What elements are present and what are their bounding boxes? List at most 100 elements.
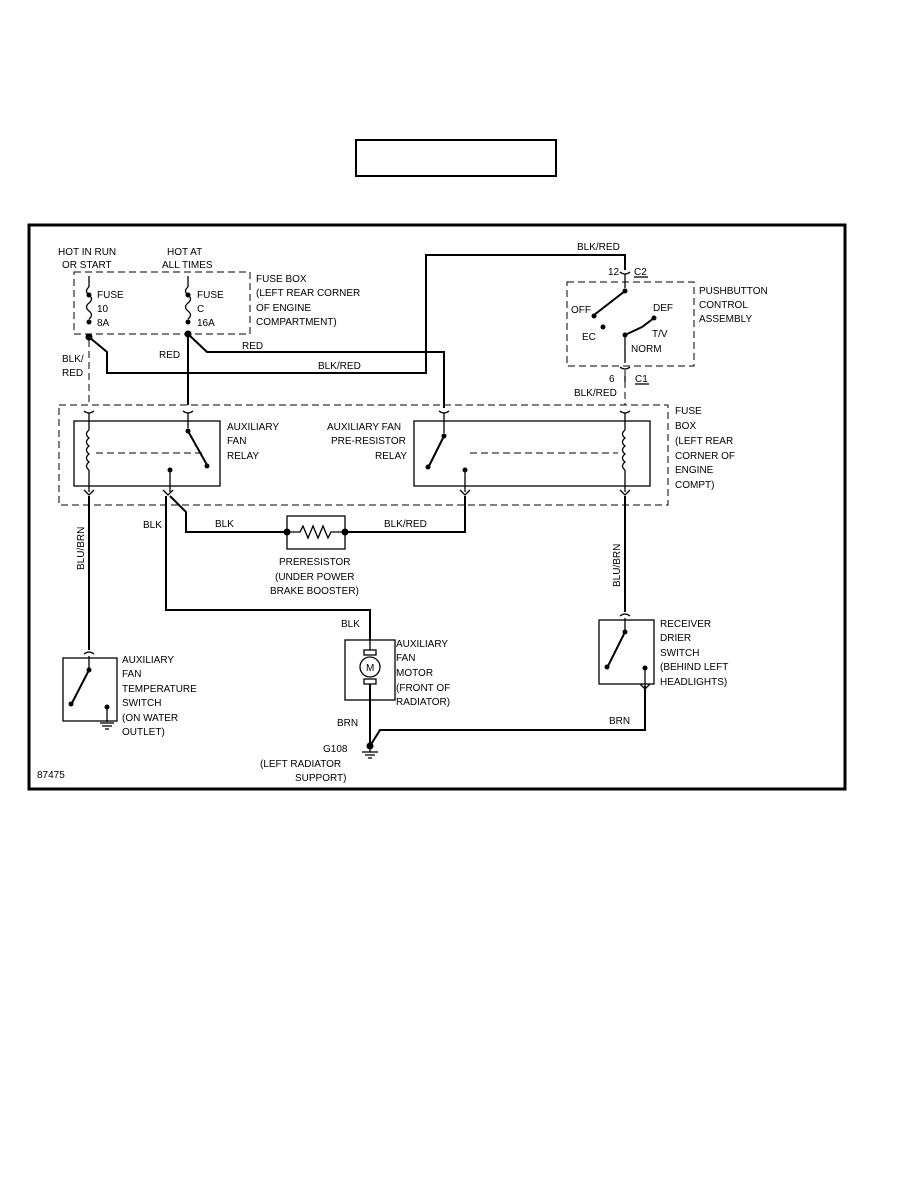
label-fusebox-r-5: ENGINE [675,465,714,476]
wire-blk-red-preresistor [345,496,466,533]
label-receiver-3: SWITCH [660,648,699,659]
label-motor-4: (FRONT OF [396,683,450,694]
label-motor-symbol: M [366,663,374,674]
label-ground-1: (LEFT RADIATOR [260,759,341,770]
label-fuse-10-a: FUSE [97,290,124,301]
label-wire-blk-red-mid: BLK/RED [318,361,361,372]
label-pre-relay-3: RELAY [375,451,407,462]
label-wire-blk-red-top: BLK/RED [577,242,620,253]
label-wire-blu-brn-left: BLU/BRN [76,527,87,570]
label-switch-off: OFF [571,305,591,316]
label-wire-blk-motor: BLK [341,619,360,630]
label-wire-blk-red-c1: BLK/RED [574,388,617,399]
relay-coil-1 [83,410,205,496]
label-temp-switch-6: OUTLET) [122,727,165,738]
label-fusebox-r-2: BOX [675,421,696,432]
temp-switch-ground-icon [100,722,114,730]
label-conn-12: 12 [608,267,620,278]
label-motor-3: MOTOR [396,668,433,679]
title-box [355,139,557,177]
label-hot-in-run: HOT IN RUN [58,247,116,258]
label-switch-norm: NORM [631,344,662,355]
label-temp-switch-4: SWITCH [122,698,161,709]
label-wire-brn-motor: BRN [337,718,358,729]
wire-blk-preresistor [169,495,287,533]
label-fusebox-r-4: CORNER OF [675,451,735,462]
relay-coil-2 [619,410,631,496]
temperature-switch [62,657,118,722]
wire-blk-motor [165,496,371,640]
pre-resistor-relay [413,420,651,487]
label-wire-red-1: RED [159,350,180,361]
auxiliary-fan-relay [73,420,221,487]
label-switch-def: DEF [653,303,673,314]
pushbutton-box [566,281,695,367]
wire-blk-red-top [88,254,626,374]
label-fusebox-top-2: (LEFT REAR CORNER [256,288,360,299]
label-aux-fan-relay-3: RELAY [227,451,259,462]
label-aux-fan-relay-1: AUXILIARY [227,422,279,433]
label-ground-id: G108 [323,744,348,755]
label-figure-id: 87475 [37,770,65,781]
label-temp-switch-2: FAN [122,669,141,680]
label-fusebox-top-4: COMPARTMENT) [256,317,337,328]
label-motor-5: RADIATOR) [396,697,450,708]
ground-icon [362,748,378,759]
receiver-drier-switch [598,619,655,685]
diagram-frame [27,223,847,791]
label-wire-blk-red-left-2: RED [62,368,83,379]
label-pushbutton-1: PUSHBUTTON [699,286,768,297]
label-preresistor-2: (UNDER POWER [275,572,354,583]
resistor-symbol [290,524,342,540]
label-temp-switch-1: AUXILIARY [122,655,174,666]
label-receiver-5: HEADLIGHTS) [660,677,727,688]
wire-brn-receiver [369,686,646,747]
label-conn-c1: C1 [635,374,648,385]
label-aux-fan-relay-2: FAN [227,436,246,447]
label-pushbutton-2: CONTROL [699,300,748,311]
fuse-box-top [73,271,251,335]
label-wire-blk-1: BLK [143,520,162,531]
label-preresistor-3: BRAKE BOOSTER) [270,586,359,597]
label-switch-ec: EC [582,332,596,343]
label-pre-relay-2: PRE-RESISTOR [331,436,406,447]
label-fusebox-top-3: OF ENGINE [256,303,311,314]
fuse-box-relays [58,404,669,506]
label-switch-tv: T/V [652,329,668,340]
label-motor-2: FAN [396,653,415,664]
label-fuse-c-b: C [197,304,204,315]
fuse-10-symbol [85,276,93,325]
label-fusebox-top-1: FUSE BOX [256,274,307,285]
label-wire-blk-red-left-1: BLK/ [62,354,84,365]
relay-switch-1 [162,410,210,496]
motor-icon [359,656,381,678]
label-fuse-10-c: 8A [97,318,110,329]
pushbutton-switch [591,271,657,370]
label-pre-relay-1: AUXILIARY FAN [327,422,401,433]
label-fuse-c-c: 16A [197,318,215,329]
label-pushbutton-3: ASSEMBLY [699,314,752,325]
label-wire-blu-brn-right: BLU/BRN [612,544,623,587]
wire-red-pre-relay [187,333,445,408]
label-temp-switch-3: TEMPERATURE [122,684,197,695]
label-wire-blk-2: BLK [215,519,234,530]
fuse-c-symbol [184,276,192,325]
label-fuse-c-a: FUSE [197,290,224,301]
label-fuse-10-b: 10 [97,304,109,315]
label-wire-blk-red-pre: BLK/RED [384,519,427,530]
label-conn-c2: C2 [634,267,647,278]
label-wire-red-2: RED [242,341,263,352]
label-receiver-2: DRIER [660,633,691,644]
relay-switch-2 [425,410,618,496]
label-fusebox-r-3: (LEFT REAR [675,436,733,447]
label-hot-at: HOT AT [167,247,202,258]
label-fusebox-r-1: FUSE [675,406,702,417]
label-ground-2: SUPPORT) [295,773,347,784]
label-all-times: ALL TIMES [162,260,213,271]
label-or-start: OR START [62,260,112,271]
label-receiver-4: (BEHIND LEFT [660,662,728,673]
label-temp-switch-5: (ON WATER [122,713,178,724]
label-receiver-1: RECEIVER [660,619,711,630]
